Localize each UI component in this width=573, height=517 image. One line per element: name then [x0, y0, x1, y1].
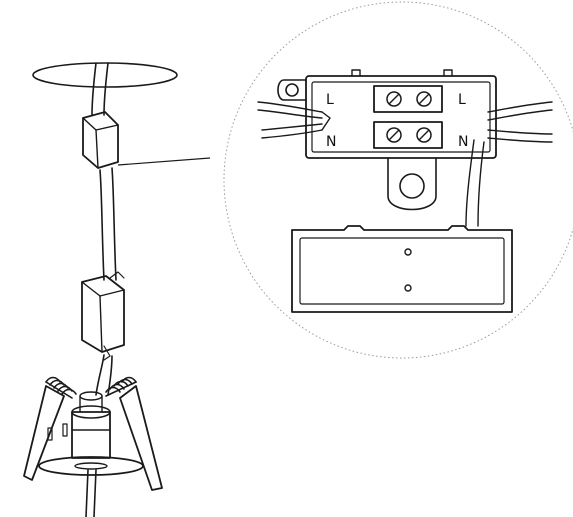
- light-fitting: [23, 376, 163, 517]
- right-spring: [105, 376, 137, 397]
- connector-box: [82, 111, 119, 169]
- driver-cable: [99, 167, 117, 281]
- neutral-label-left: N: [326, 134, 336, 150]
- live-label-right: L: [458, 92, 466, 108]
- fitting-cable: [95, 354, 113, 396]
- cover-cable: [465, 139, 485, 227]
- led-driver: [81, 271, 125, 361]
- outgoing-wires: [487, 101, 553, 143]
- left-clip: [23, 385, 68, 481]
- incoming-wires: [257, 101, 331, 139]
- terminal-block: [277, 69, 497, 211]
- neutral-label-right: N: [458, 134, 468, 150]
- callout-leader-line: [117, 157, 211, 166]
- left-spring: [45, 376, 77, 399]
- terminal-cover: [291, 225, 513, 313]
- live-label-left: L: [326, 92, 334, 108]
- mains-cable: [91, 62, 109, 116]
- right-clip: [119, 385, 163, 491]
- ceiling-cutout: [32, 62, 178, 88]
- magnified-callout: L L N N: [223, 1, 573, 359]
